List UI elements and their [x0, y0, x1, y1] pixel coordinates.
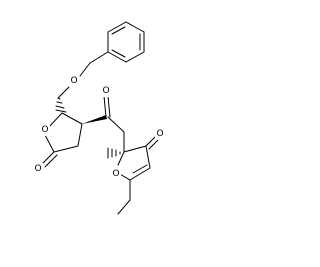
furanone-ring	[117, 145, 151, 181]
ketone-bond-b	[107, 95, 111, 118]
benzyl-bond	[89, 51, 109, 64]
ether-bond-2	[57, 85, 71, 99]
ring-oxygen-left: O	[40, 124, 50, 136]
ketone-ch2-bond	[107, 116, 125, 133]
ring-oxygen-left-label: O	[41, 125, 48, 135]
lactone-ring	[43, 112, 83, 153]
ether-bond-1	[79, 62, 91, 77]
furanone-carbonyl-oxygen: O	[155, 128, 165, 140]
lactone-carbonyl-bond-a	[41, 151, 55, 165]
lactone-carbonyl-oxygen: O	[33, 163, 43, 175]
lactone-carbonyl-oxygen-label: O	[34, 164, 41, 174]
ring-oxygen-right: O	[111, 168, 121, 180]
ketone-bond-a	[103, 95, 107, 118]
atom-labels: O O O O O O	[33, 75, 165, 180]
furanone-carbonyl-bond-a	[145, 135, 157, 147]
chemical-structure: O O O O O O	[33, 21, 165, 215]
ring-oxygen-right-label: O	[112, 169, 119, 179]
lactone-carbonyl-bond-b	[44, 154, 58, 168]
ether-oxygen-label: O	[70, 76, 77, 86]
benzene-ring	[107, 21, 145, 63]
ether-oxygen: O	[69, 75, 79, 87]
hashed-wedge-1	[55, 97, 67, 113]
hashed-wedge-2	[107, 147, 121, 159]
ethyl-bond-2	[117, 199, 131, 215]
ketone-oxygen: O	[101, 85, 111, 97]
ketone-oxygen-label: O	[102, 86, 109, 96]
bold-wedge	[82, 115, 107, 124]
bonds	[41, 21, 160, 215]
furanone-carbonyl-oxygen-label: O	[156, 129, 163, 139]
furanone-carbonyl-bond-b	[148, 138, 160, 150]
